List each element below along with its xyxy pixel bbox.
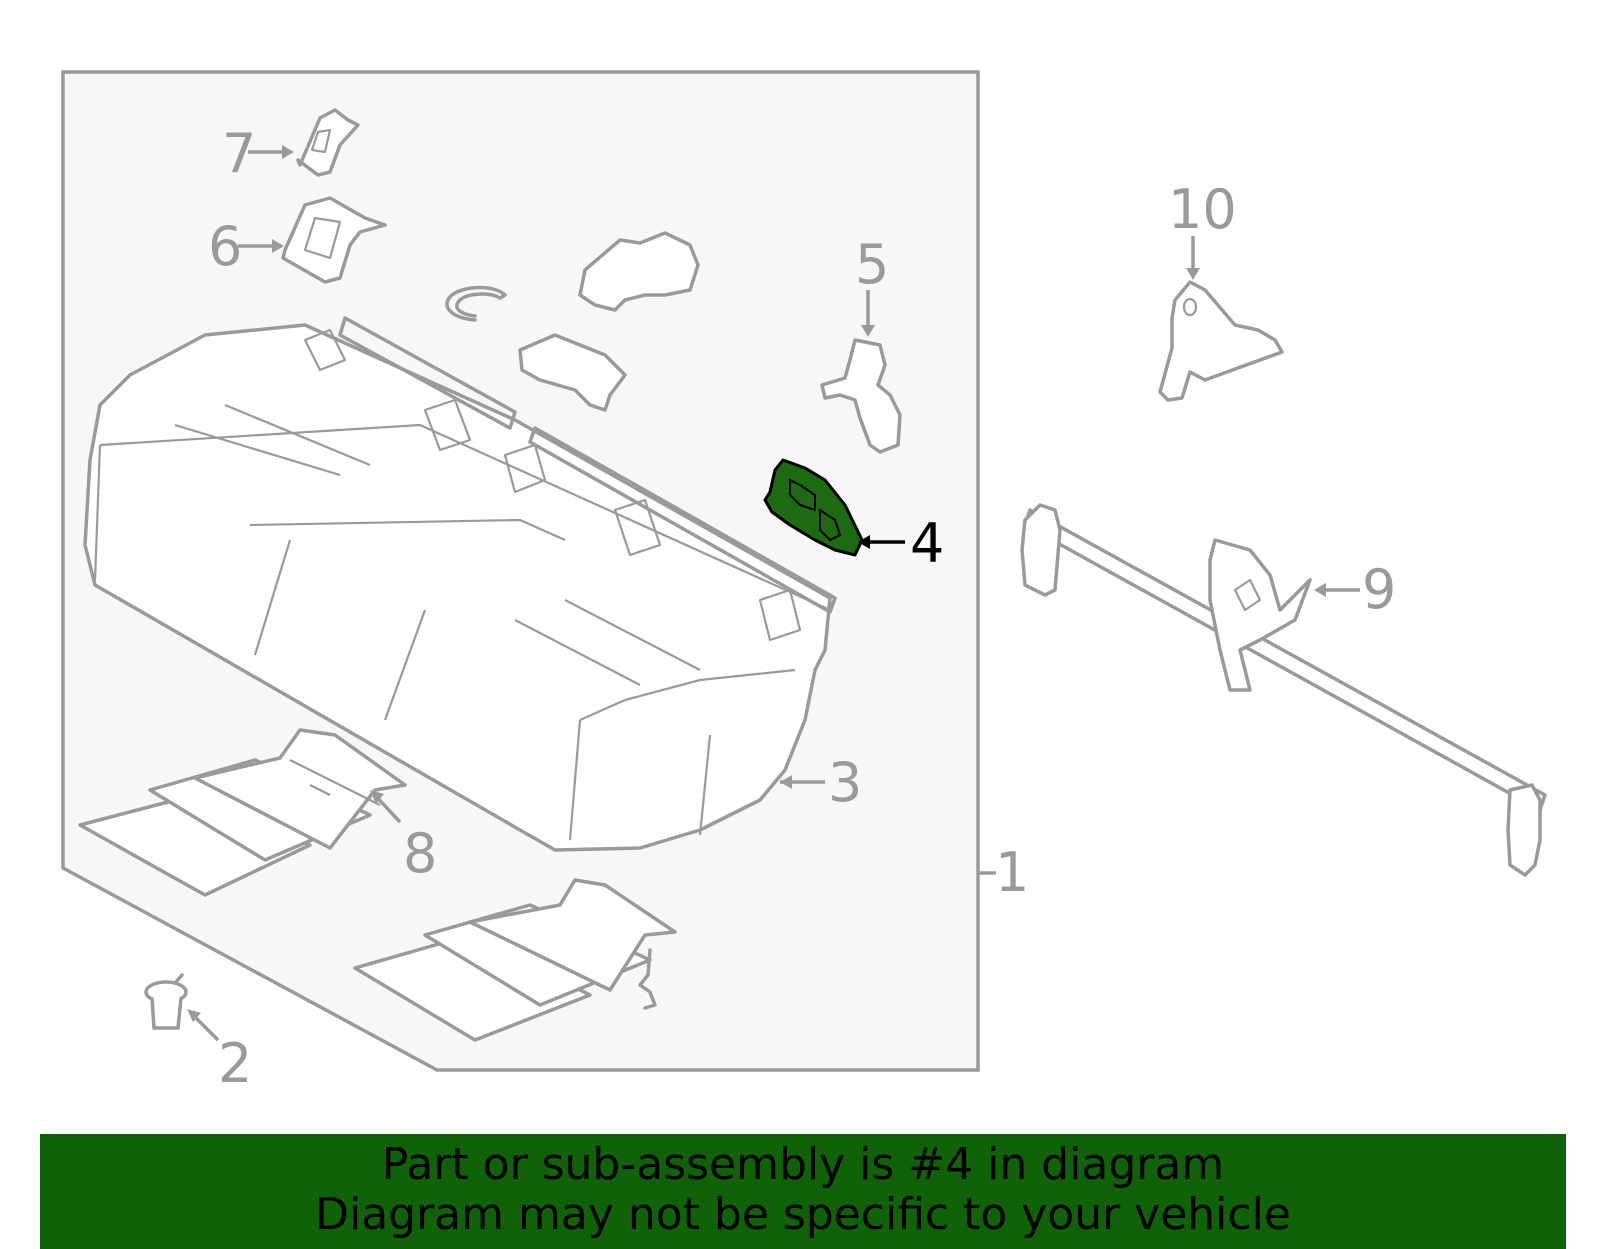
bracket-6 [281,196,387,284]
banner-line-2: Diagram may not be specific to your vehi… [315,1189,1291,1240]
callout-9: 9 [1362,558,1396,621]
callout-5: 5 [855,233,889,296]
latch-cable [578,231,700,312]
highlighted-part-4 [763,458,864,557]
grommet-part [144,973,188,1030]
seat-pad-lower [353,878,677,1042]
callout-8: 8 [403,822,437,885]
callout-6: 6 [208,215,242,278]
hook-clip [445,285,507,322]
seat-frame-bar-9 [1020,503,1547,877]
callout-3: 3 [828,751,862,814]
callout-2: 2 [218,1032,252,1095]
seat-pad-upper [78,728,407,897]
callout-7: 7 [222,122,256,185]
latch-5 [820,338,902,454]
info-banner: Part or sub-assembly is #4 in diagram Di… [40,1134,1566,1249]
callout-1: 1 [995,841,1029,904]
banner-line-1: Part or sub-assembly is #4 in diagram [381,1139,1225,1190]
hinge-plate [518,333,627,412]
bracket-10 [1158,280,1284,402]
callout-10: 10 [1168,178,1237,241]
callout-4: 4 [910,512,944,575]
seat-cushion [83,316,837,852]
bracket-7 [296,108,360,177]
